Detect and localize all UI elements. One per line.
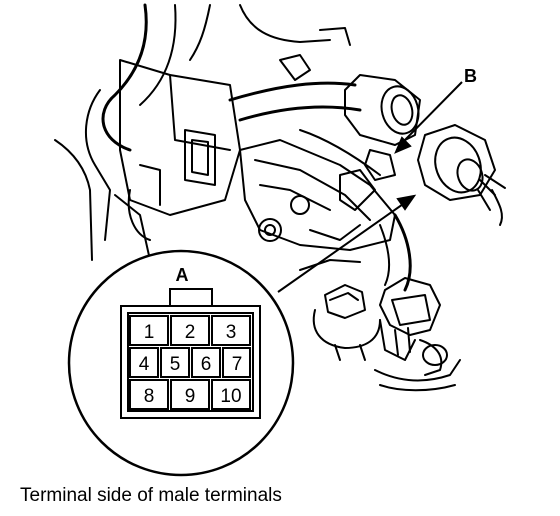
label-a: A [176, 265, 189, 285]
connector-inner-frame [127, 312, 254, 412]
arrow-b-head [394, 136, 412, 154]
terminal-numbers: 1 2 3 4 5 6 7 8 9 10 [139, 322, 243, 407]
terminal-4: 4 [139, 354, 150, 375]
terminal-grid [129, 315, 251, 410]
connector-face [120, 288, 261, 419]
terminal-6: 6 [201, 354, 212, 375]
terminal-2: 2 [185, 322, 196, 343]
engine-line-art [54, 3, 506, 392]
terminal-1: 1 [144, 322, 155, 343]
arrow-a-line [277, 201, 407, 293]
connector-housing [120, 305, 261, 419]
diagram-caption: Terminal side of male terminals [20, 485, 282, 506]
terminal-10: 10 [220, 386, 241, 407]
label-b: B [464, 66, 477, 86]
terminal-3: 3 [226, 322, 237, 343]
terminal-9: 9 [185, 386, 196, 407]
terminal-8: 8 [144, 386, 155, 407]
arrow-b-line [399, 81, 463, 146]
terminal-7: 7 [232, 354, 243, 375]
pointer-arrows [277, 81, 463, 293]
arrow-a-head [396, 194, 417, 211]
terminal-5: 5 [170, 354, 181, 375]
